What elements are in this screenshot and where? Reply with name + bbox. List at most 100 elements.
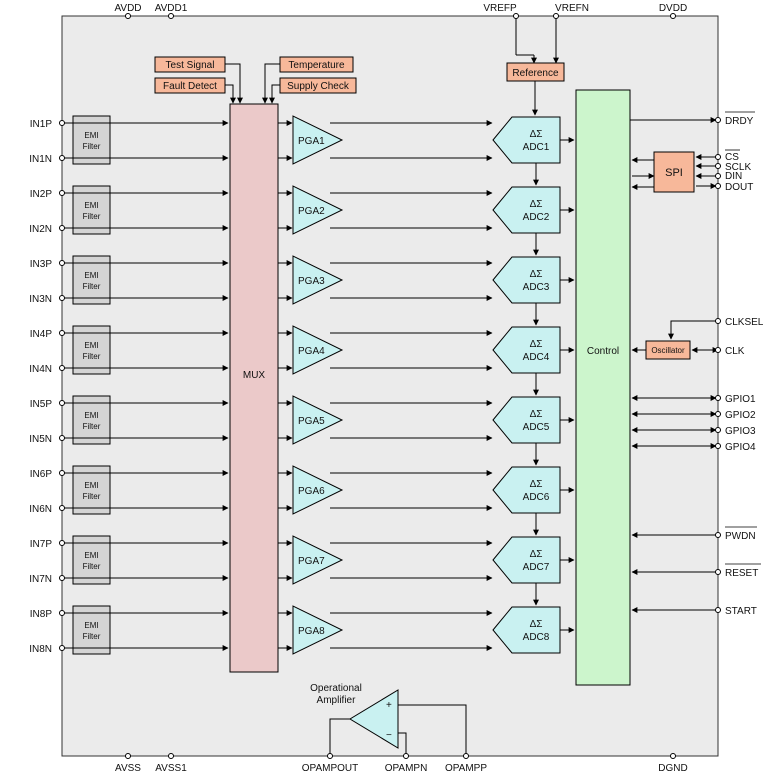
pin-gpio3: GPIO3 [725,426,756,437]
top-pins: AVDD AVDD1 VREFP VREFN DVDD [114,3,687,19]
adc-ds-label: ΔΣ [530,199,543,210]
emi-filter-5 [72,395,111,445]
emi-filter-line2: Filter [83,352,101,361]
emi-filter-line1: EMI [84,201,98,210]
pin-dout: DOUT [725,182,753,193]
pin-dgnd: DGND [658,763,687,774]
emi-filter-line2: Filter [83,492,101,501]
pga-label: PGA6 [298,486,325,497]
adc-ds-label: ΔΣ [530,339,543,350]
pin-clksel: CLKSEL [725,317,764,328]
pin-in8p: IN8P [30,609,53,620]
fault-detect-label: Fault Detect [163,81,217,92]
adc-label: ADC7 [523,562,550,573]
emi-filter-line2: Filter [83,282,101,291]
pin-in7p: IN7P [30,539,53,550]
emi-filter-line2: Filter [83,422,101,431]
pin-opampp: OPAMPP [445,763,487,774]
control-block [575,89,631,686]
pin-gpio4: GPIO4 [725,442,756,453]
pin-opampn: OPAMPN [385,763,428,774]
emi-filter-line1: EMI [84,131,98,140]
temperature-label: Temperature [288,60,345,71]
pin-gpio1: GPIO1 [725,394,756,405]
emi-filter-1 [72,115,111,165]
pin-in5n: IN5N [29,434,52,445]
opamp-title-1: Operational [310,683,362,694]
pin-avdd: AVDD [114,3,141,14]
mux-block [229,103,279,673]
pin-in1n: IN1N [29,154,52,165]
opamp-title-2: Amplifier [317,695,357,706]
pga-label: PGA8 [298,626,325,637]
mux-label: MUX [243,370,266,381]
pga-5 [292,395,344,445]
pin-reset: RESET [725,568,758,579]
pin-vrefn-dot [553,13,559,19]
bottom-pins: AVSS AVSS1 OPAMPOUT OPAMPN OPAMPP DGND [115,753,688,774]
pga-4 [292,325,344,375]
pin-dvdd-dot [670,13,676,19]
pga-3 [292,255,344,305]
spi-box [653,151,695,193]
pin-start: START [725,606,757,617]
pin-in2p: IN2P [30,189,53,200]
emi-filter-3 [72,255,111,305]
emi-filter-line2: Filter [83,562,101,571]
adc-label: ADC8 [523,632,550,643]
emi-filter-line2: Filter [83,212,101,221]
pin-in2n: IN2N [29,224,52,235]
adc-ds-label: ΔΣ [530,619,543,630]
pin-vrefp-dot [513,13,519,19]
pga-label: PGA1 [298,136,325,147]
pin-in7n: IN7N [29,574,52,585]
pin-avss1: AVSS1 [155,763,187,774]
adc-ds-label: ΔΣ [530,269,543,280]
emi-filter-8 [72,605,111,655]
emi-filter-line1: EMI [84,411,98,420]
emi-filter-line2: Filter [83,632,101,641]
pga-6 [292,465,344,515]
pin-in6p: IN6P [30,469,53,480]
gpio-lines [631,395,717,449]
test-signal-label: Test Signal [166,60,215,71]
pga-7 [292,535,344,585]
pin-in6n: IN6N [29,504,52,515]
pga-1 [292,115,344,165]
emi-filter-line1: EMI [84,481,98,490]
pga-label: PGA5 [298,416,325,427]
pin-din: DIN [725,171,742,182]
emi-filter-2 [72,185,111,235]
opamp-minus: − [386,730,392,741]
pga-label: PGA2 [298,206,325,217]
pin-in1p: IN1P [30,119,53,130]
adc-ds-label: ΔΣ [530,549,543,560]
emi-filter-line1: EMI [84,551,98,560]
pin-in4p: IN4P [30,329,53,340]
reference-block: Reference [506,18,565,116]
pin-gpio2: GPIO2 [725,410,756,421]
adc-ds-label: ΔΣ [530,479,543,490]
opamp-triangle [349,689,399,749]
emi-filter-6 [72,465,111,515]
control-label: Control [587,346,619,357]
adc-label: ADC2 [523,212,550,223]
adc-ds-label: ΔΣ [530,409,543,420]
adc-label: ADC1 [523,142,550,153]
pin-avdd1-dot [168,13,174,19]
oscillator-label: Oscillator [651,346,685,355]
emi-filter-line2: Filter [83,142,101,151]
spi-block: SPI [631,151,718,193]
pin-cs: CS [725,152,739,163]
pin-avdd1: AVDD1 [155,3,188,14]
pin-sclk: SCLK [725,162,751,173]
pin-drdy: DRDY [725,116,754,127]
oscillator-block: Oscillator [631,320,719,360]
opamp-block: Operational Amplifier + − [310,683,467,756]
internal-sources: Test Signal Temperature Fault Detect Sup… [154,56,357,104]
pga-label: PGA4 [298,346,325,357]
pga-2 [292,185,344,235]
adc-ds-label: ΔΣ [530,129,543,140]
